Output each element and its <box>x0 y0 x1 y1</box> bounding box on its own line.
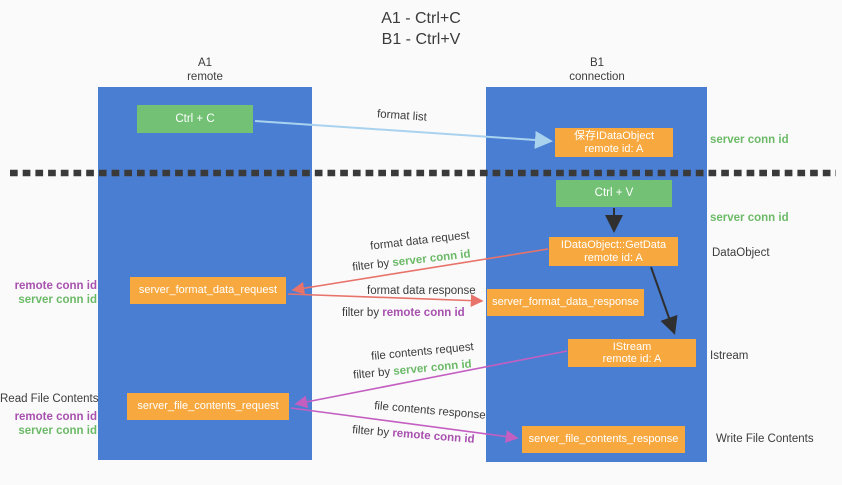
remote-conn-id-text: remote conn id <box>14 411 97 423</box>
node-ctrl-c-label: Ctrl + C <box>175 112 215 125</box>
label-read-file-contents: Read File Contents <box>0 393 99 405</box>
column-a-header: A1 remote <box>155 56 255 84</box>
node-idataobject-getdata: IDataObject::GetData remote id: A <box>549 237 678 266</box>
node-getdata-line2: remote id: A <box>584 251 643 264</box>
node-ctrl-v-label: Ctrl + V <box>594 187 634 199</box>
label-write-file-contents: Write File Contents <box>716 433 814 445</box>
node-save-idataobject-line1: 保存IDataObject <box>573 130 655 142</box>
node-ctrl-c: Ctrl + C <box>137 105 253 133</box>
label-conn-ids-format-left: remote conn id server conn id <box>0 279 97 307</box>
node-file-request-label: server_file_contents_request <box>137 400 279 413</box>
filter-by-text: filter by <box>352 365 394 382</box>
label-dataobject: DataObject <box>712 247 770 259</box>
column-b-name: B1 <box>589 57 605 69</box>
node-istream: IStream remote id: A <box>568 339 696 367</box>
column-b-header: B1 connection <box>547 56 647 84</box>
label-istream: Istream <box>710 350 749 362</box>
title-line-1: A1 - Ctrl+C <box>381 10 461 27</box>
arrow-format-list <box>254 120 553 149</box>
node-save-idataobject: 保存IDataObject remote id: A <box>555 128 673 157</box>
title-line-2: B1 - Ctrl+V <box>381 31 461 48</box>
remote-conn-id-text: remote conn id <box>382 307 465 319</box>
node-server-format-data-request: server_format_data_request <box>130 277 286 304</box>
column-a-name: A1 <box>197 57 213 69</box>
server-conn-id-text: server conn id <box>18 294 97 306</box>
server-conn-id-text: server conn id <box>18 425 97 437</box>
filter-by-text: filter by <box>342 307 383 319</box>
node-ctrl-v: Ctrl + V <box>556 180 672 207</box>
diagram-title: A1 - Ctrl+C B1 - Ctrl+V <box>0 8 842 50</box>
node-server-format-data-response: server_format_data_response <box>487 289 644 316</box>
column-a-subtitle: remote <box>187 71 223 83</box>
label-conn-ids-file-left: remote conn id server conn id <box>0 410 97 438</box>
label-format-data-response: format data response <box>367 285 476 297</box>
node-server-file-contents-request: server_file_contents_request <box>127 393 289 420</box>
filter-by-text: filter by <box>351 424 393 440</box>
node-format-response-label: server_format_data_response <box>492 296 639 309</box>
remote-conn-id-text: remote conn id <box>14 280 97 292</box>
arrow-getdata-to-istream <box>650 266 678 335</box>
node-server-file-contents-response: server_file_contents_response <box>522 426 685 453</box>
arrow-format-data-request <box>291 248 549 295</box>
node-file-response-label: server_file_contents_response <box>528 433 679 446</box>
arrow-format-data-response <box>287 293 484 307</box>
node-istream-line1: IStream <box>612 340 652 353</box>
node-istream-line2: remote id: A <box>602 353 662 365</box>
arrow-file-contents-response <box>290 407 519 443</box>
label-filter-by-remote-conn-id-format: filter by remote conn id <box>342 306 465 320</box>
node-save-idataobject-line2: remote id: A <box>584 142 644 155</box>
arrow-file-contents-request <box>294 350 568 409</box>
label-server-conn-id-right-mid: server conn id <box>710 212 789 224</box>
label-server-conn-id-right-top: server conn id <box>710 134 789 146</box>
node-getdata-line1: IDataObject::GetData <box>560 239 667 251</box>
node-format-request-label: server_format_data_request <box>138 284 278 297</box>
column-b-subtitle: connection <box>569 71 625 83</box>
